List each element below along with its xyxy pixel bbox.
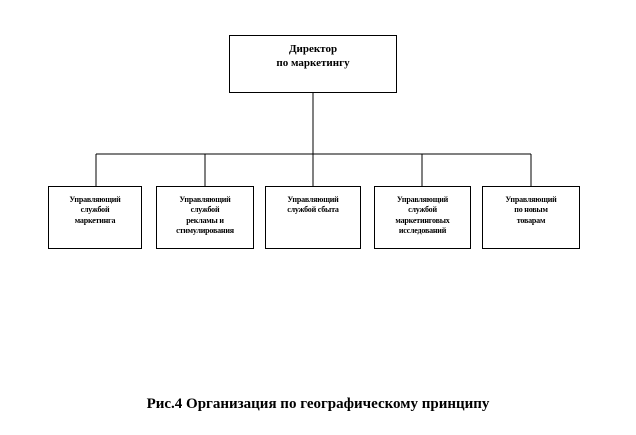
- node-label-line: маркетинга: [74, 215, 116, 225]
- node-label-line: Управляющий: [396, 195, 449, 204]
- node-advertising-service: Управляющий службой рекламы и стимулиров…: [156, 186, 254, 249]
- node-label-line: по маркетингу: [276, 57, 350, 70]
- node-new-products: Управляющий по новым товарам: [482, 186, 580, 249]
- node-marketing-service: Управляющий службой маркетинга: [48, 186, 142, 249]
- node-label-line: исследований: [398, 226, 447, 236]
- node-research-service: Управляющий службой маркетинговых исслед…: [374, 186, 471, 249]
- node-label-line: службой: [190, 205, 220, 215]
- node-label-line: стимулирования: [176, 226, 234, 236]
- node-label-line: маркетинговых: [395, 215, 450, 225]
- node-label-line: Управляющий: [287, 195, 339, 204]
- node-label-line: рекламы и: [186, 215, 224, 225]
- node-label-line: Директор: [288, 43, 338, 55]
- figure-caption: Рис.4 Организация по географическому при…: [146, 396, 490, 412]
- node-marketing-director: Директор по маркетингу: [229, 35, 397, 93]
- node-label-line: по новым: [514, 205, 548, 215]
- node-label-line: товарам: [516, 215, 546, 225]
- node-label-line: Управляющий: [179, 195, 231, 204]
- node-label-line: службой: [408, 205, 437, 215]
- node-label-line: Управляющий: [505, 195, 557, 204]
- node-label-line: службой: [80, 205, 110, 215]
- node-label-line: Управляющий: [69, 195, 121, 204]
- node-sales-service: Управляющий службой сбыта: [265, 186, 361, 249]
- node-label-line: службой сбыта: [287, 205, 339, 215]
